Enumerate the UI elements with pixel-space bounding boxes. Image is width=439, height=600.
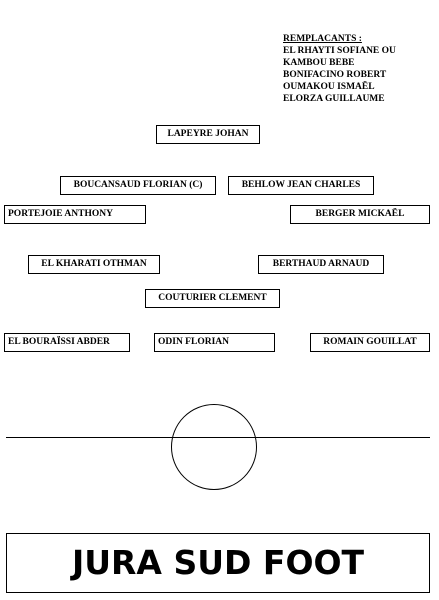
player-right-wing: ROMAIN GOUILLAT <box>310 333 430 352</box>
substitute-name: BONIFACINO ROBERT <box>283 70 387 80</box>
substitute-name: ELORZA GUILLAUME <box>283 94 385 104</box>
player-striker: ODIN FLORIAN <box>154 333 275 352</box>
substitute-name: EL RHAYTI SOFIANE OU <box>283 46 396 56</box>
substitute-name: OUMAKOU ISMAËL <box>283 82 375 92</box>
center-circle <box>171 404 257 490</box>
team-name-banner: JURA SUD FOOT <box>6 533 430 593</box>
player-center-mid-right: BERTHAUD ARNAUD <box>258 255 384 274</box>
player-center-mid-left: EL KHARATI OTHMAN <box>28 255 160 274</box>
player-right-back: BERGER MICKAËL <box>290 205 430 224</box>
substitutes-title: REMPLACANTS : <box>283 34 362 44</box>
player-goalkeeper: LAPEYRE JOHAN <box>156 125 260 144</box>
substitute-name: KAMBOU BEBE <box>283 58 355 68</box>
player-left-wing: EL BOURAÏSSI ABDER <box>4 333 130 352</box>
substitutes-list: REMPLACANTS : EL RHAYTI SOFIANE OU KAMBO… <box>283 33 396 105</box>
player-attacking-mid: COUTURIER CLEMENT <box>145 289 280 308</box>
player-center-back-right: BEHLOW JEAN CHARLES <box>228 176 374 195</box>
player-center-back-left: BOUCANSAUD FLORIAN (C) <box>60 176 216 195</box>
player-left-back: PORTEJOIE ANTHONY <box>4 205 146 224</box>
